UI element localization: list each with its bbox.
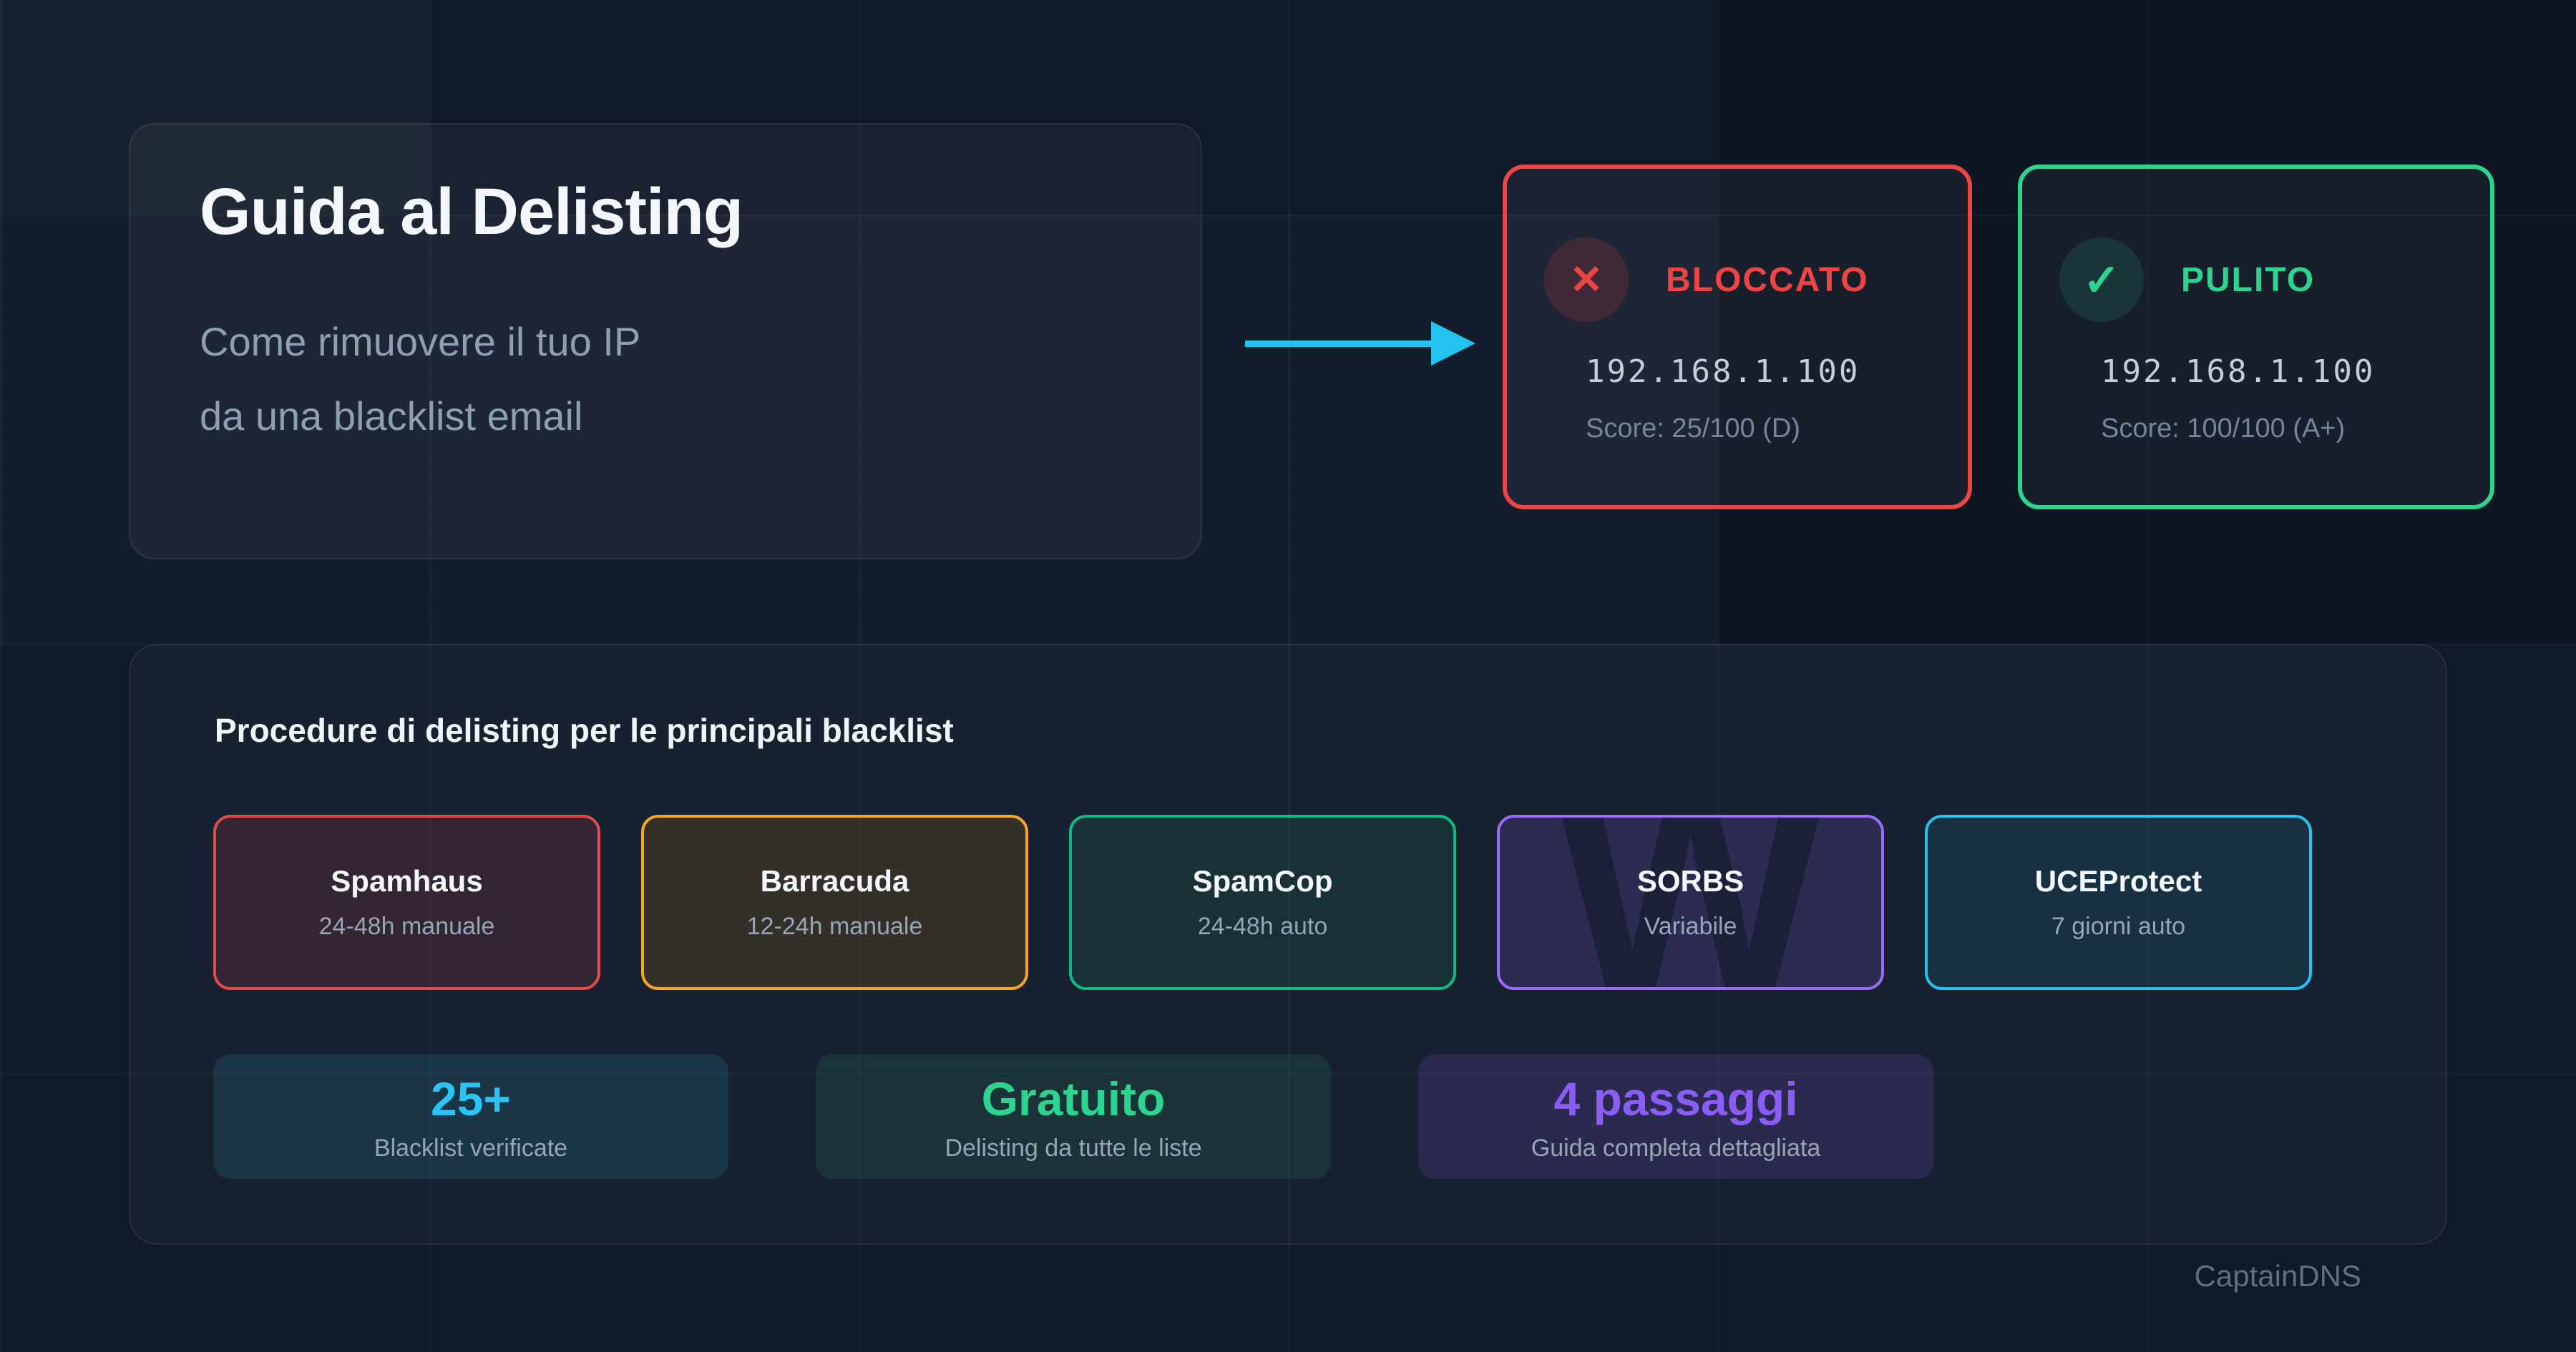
stat-chip-free: Gratuito Delisting da tutte le liste [816,1054,1331,1179]
blacklist-time: 7 giorni auto [2051,913,2186,940]
clean-score: Score: 100/100 (A+) [2101,413,2346,444]
blocked-ip-address: 192.168.1.100 [1586,353,1860,390]
page-subtitle: Come rimuovere il tuo IP da una blacklis… [200,305,640,454]
check-icon: ✓ [2059,237,2144,322]
stat-label: Guida completa dettagliata [1531,1134,1821,1162]
blacklist-time: Variabile [1644,913,1737,940]
blocked-ip-card: ✕ BLOCCATO 192.168.1.100 Score: 25/100 (… [1503,165,1972,509]
procedures-heading: Procedure di delisting per le principali… [215,712,954,749]
blacklist-card-spamcop: SpamCop 24-48h auto [1069,815,1456,990]
blocked-score: Score: 25/100 (D) [1586,413,1800,444]
blacklist-name: SpamCop [1192,864,1333,898]
clean-ip-address: 192.168.1.100 [2101,353,2376,390]
sorbs-watermark-w: W [1555,815,1826,990]
hero-card: Guida al Delisting Come rimuovere il tuo… [129,123,1202,559]
blacklist-time: 24-48h auto [1197,913,1328,940]
blocked-status-label: BLOCCATO [1666,261,1869,299]
x-icon: ✕ [1544,237,1629,322]
clean-ip-card: ✓ PULITO 192.168.1.100 Score: 100/100 (A… [2018,165,2494,509]
procedures-panel: Procedure di delisting per le principali… [129,644,2447,1245]
page-subtitle-line2: da una blacklist email [200,393,583,439]
page-title: Guida al Delisting [200,175,743,248]
arrow-right-icon [1431,321,1475,366]
stat-value: 25+ [431,1072,511,1125]
stat-value: 4 passaggi [1553,1072,1798,1125]
blacklist-name: Spamhaus [331,864,483,898]
page-subtitle-line1: Come rimuovere il tuo IP [200,319,641,364]
stats-row: 25+ Blacklist verificate Gratuito Delist… [213,1054,1933,1179]
blacklist-cards-row: Spamhaus 24-48h manuale Barracuda 12-24h… [213,815,2312,990]
clean-status-label: PULITO [2181,261,2316,299]
blacklist-card-sorbs: W SORBS Variabile [1497,815,1884,990]
stat-chip-blacklists: 25+ Blacklist verificate [213,1054,728,1179]
blacklist-name: Barracuda [760,864,909,898]
stat-label: Blacklist verificate [374,1134,568,1162]
brand-watermark: CaptainDNS [2194,1259,2361,1293]
arrow-shaft [1245,341,1433,347]
blacklist-name: SORBS [1636,864,1745,898]
blacklist-time: 24-48h manuale [318,913,495,940]
blacklist-card-spamhaus: Spamhaus 24-48h manuale [213,815,600,990]
stat-chip-steps: 4 passaggi Guida completa dettagliata [1418,1054,1933,1179]
stat-value: Gratuito [981,1072,1166,1125]
blacklist-card-barracuda: Barracuda 12-24h manuale [641,815,1028,990]
blacklist-time: 12-24h manuale [746,913,923,940]
stat-label: Delisting da tutte le liste [945,1134,1202,1162]
background-cell-dark [1717,0,2576,644]
blacklist-card-uceprotect: UCEProtect 7 giorni auto [1925,815,2312,990]
blacklist-name: UCEProtect [2034,864,2202,898]
